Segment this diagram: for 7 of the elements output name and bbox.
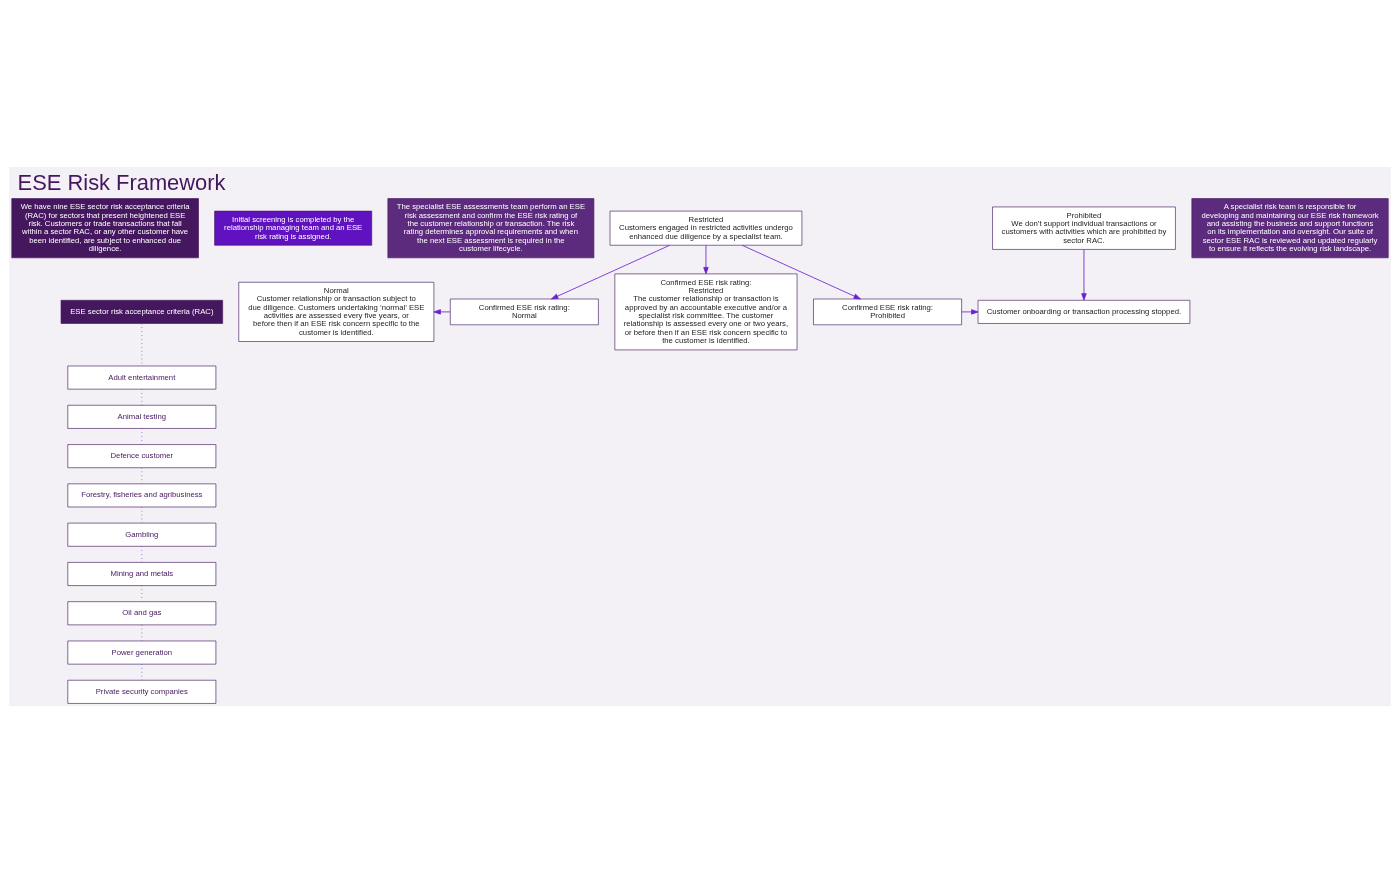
arrow: [741, 244, 861, 300]
arrow: [433, 309, 451, 315]
arrow: [703, 244, 709, 275]
diagram-title: ESE Risk Framework: [17, 169, 226, 195]
arrow: [1081, 249, 1087, 301]
arrow: [551, 244, 671, 300]
arrow: [961, 309, 979, 315]
